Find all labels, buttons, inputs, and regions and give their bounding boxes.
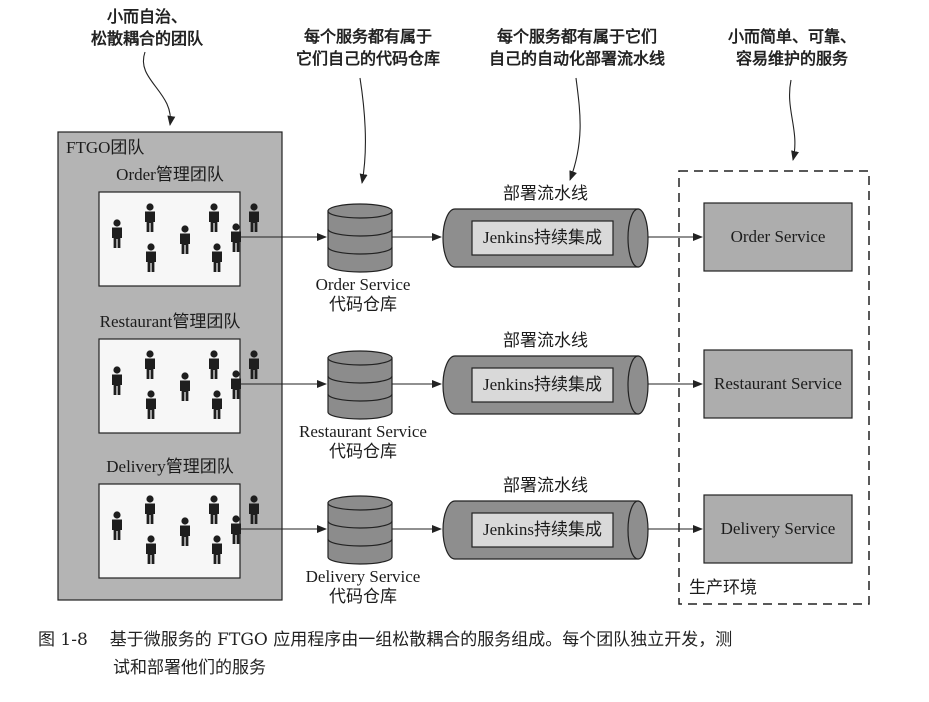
row-0 (98, 191, 853, 287)
callout-pipelines-line1: 每个服务都有属于它们 (496, 27, 657, 46)
team-label: Order管理团队 (116, 165, 224, 184)
team-label: Delivery管理团队 (106, 457, 234, 476)
pipeline-label: 部署流水线 (503, 476, 588, 495)
team-label: Restaurant管理团队 (99, 312, 241, 331)
callout-services: 小而简单、可靠、 容易维护的服务 (712, 26, 872, 70)
service-box (703, 349, 853, 419)
ftgo-team-title: FTGO团队 (66, 138, 145, 157)
repo-label-name: Restaurant Service (299, 422, 427, 441)
repo-label-name: Order Service (315, 275, 411, 294)
callout-teams-line2: 松散耦合的团队 (90, 29, 203, 48)
ci-box (471, 512, 614, 548)
pipeline-label: 部署流水线 (503, 331, 588, 350)
ci-box (471, 220, 614, 256)
repo-label-suffix: 代码仓库 (329, 442, 397, 461)
callout-pipelines: 每个服务都有属于它们 自己的自动化部署流水线 (466, 26, 688, 70)
callout-repos-line2: 它们自己的代码仓库 (295, 49, 440, 68)
callout-pipelines-line2: 自己的自动化部署流水线 (488, 49, 665, 68)
pipeline-label: 部署流水线 (503, 184, 588, 203)
callout-arrow-services (789, 79, 799, 161)
repo-label-suffix: 代码仓库 (329, 587, 397, 606)
repo-label-name: Delivery Service (305, 567, 421, 586)
callout-services-line2: 容易维护的服务 (735, 49, 848, 68)
caption-line2: 试和部署他们的服务 (113, 658, 266, 678)
repository-database-icon (327, 495, 393, 565)
deployment-pipeline (442, 355, 649, 415)
repository-database-icon (327, 203, 393, 273)
figure-caption-continued: 试和部署他们的服务 (113, 654, 266, 682)
ci-label: Jenkins持续集成 (483, 520, 602, 539)
ci-label: Jenkins持续集成 (483, 228, 602, 247)
callout-arrow-pipelines (569, 77, 581, 181)
service-label: Order Service (730, 227, 826, 246)
service-label: Delivery Service (720, 519, 836, 538)
figure-caption: 图 1-8 基于微服务的 FTGO 应用程序由一组松散耦合的服务组成。每个团队独立… (38, 626, 732, 654)
callout-teams: 小而自治、 松散耦合的团队 (72, 6, 222, 50)
service-box (703, 202, 853, 272)
deployment-pipeline (442, 208, 649, 268)
row-2 (98, 483, 853, 579)
repository-database-icon (327, 350, 393, 420)
ci-label: Jenkins持续集成 (483, 375, 602, 394)
service-box (703, 494, 853, 564)
callout-repos-line1: 每个服务都有属于 (303, 27, 432, 46)
figure-number: 图 1-8 (38, 630, 88, 650)
repo-label-suffix: 代码仓库 (329, 295, 397, 314)
callout-repos: 每个服务都有属于 它们自己的代码仓库 (268, 26, 468, 70)
production-environment-box (678, 170, 870, 605)
callout-arrow-repos (359, 77, 368, 184)
ci-box (471, 367, 614, 403)
caption-line1: 基于微服务的 FTGO 应用程序由一组松散耦合的服务组成。每个团队独立开发，测 (109, 630, 733, 650)
callout-arrow-teams (142, 51, 176, 126)
row-1 (98, 338, 853, 434)
callout-teams-line1: 小而自治、 (106, 7, 187, 26)
service-label: Restaurant Service (714, 374, 842, 393)
deployment-pipeline (442, 500, 649, 560)
callout-services-line1: 小而简单、可靠、 (727, 27, 856, 46)
production-environment-label: 生产环境 (689, 578, 757, 597)
